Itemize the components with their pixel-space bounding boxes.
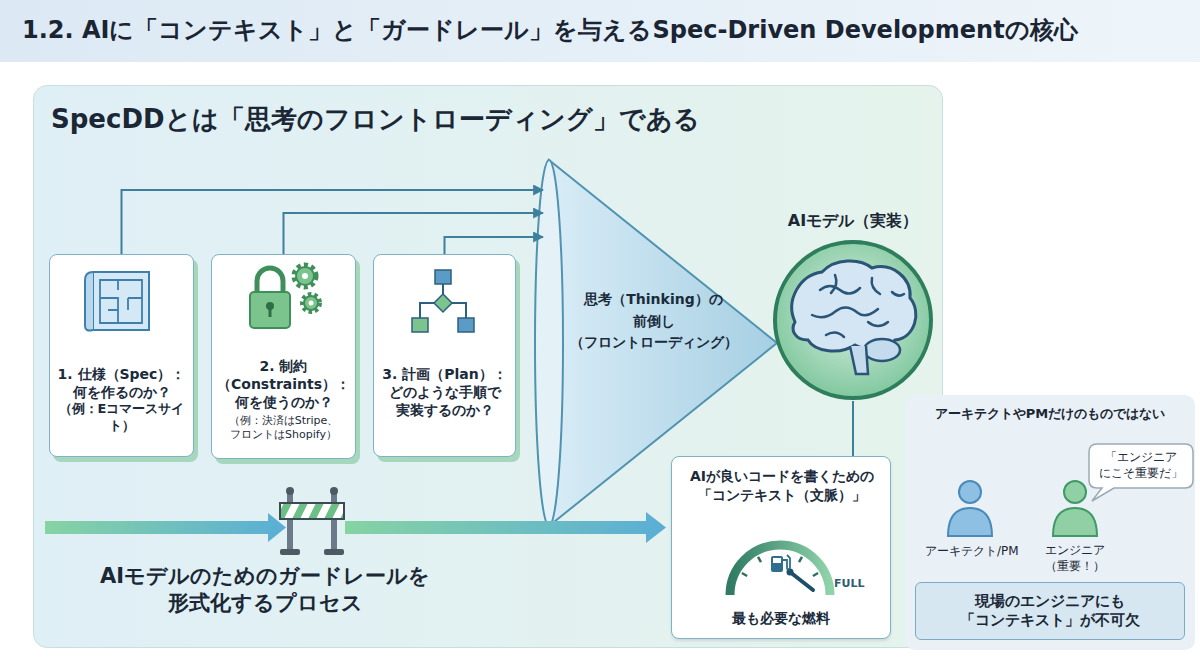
main-panel: SpecDDとは「思考のフロントローディング」である 1. 仕様（Spec）： 何… [33, 85, 943, 648]
box-heading: AIが良いコードを書くための 「コンテキスト（文脈）」 [680, 467, 884, 505]
model-circle [775, 242, 931, 398]
card-example: （例：決済はStripe、 フロントはShopify） [217, 414, 350, 444]
person-label: エンジニア （重要！） [1039, 543, 1111, 574]
process-label: AIモデルのためのガードレールを 形式化するプロセス [95, 563, 435, 618]
spec-card: 1. 仕様（Spec）： 何を作るのか？（例：Eコマースサイト） [49, 254, 194, 457]
box-caption: 最も必要な燃料 [672, 610, 890, 628]
person-label: アーキテクト/PM [925, 543, 1015, 560]
audience-panel: アーキテクトやPMだけのものではない「エンジニア にこそ重要だ」現場のエンジニア… [905, 395, 1195, 650]
diagram-title: 1.2. AIに「コンテキスト」と「ガードレール」を与えるSpec-Driven… [22, 14, 1192, 46]
card-example: （例：Eコマースサイト） [55, 401, 188, 435]
model-circle-outline [768, 239, 938, 401]
title-band [0, 0, 1200, 62]
bubble-text: 「エンジニア にこそ重要だ」 [1095, 449, 1187, 481]
plan-card: 3. 計画（Plan）： どのような手順で 実装するのか？ [373, 254, 516, 457]
gauge-label: FULL [834, 577, 864, 590]
funnel-text: 思考（Thinking）の 前倒し （フロントローディング） [566, 289, 741, 354]
card-heading: 1. 仕様（Spec）： 何を作るのか？ [55, 365, 188, 401]
constraints-card: 2. 制約 （Constraints）： 何を使うのか？（例：決済はStripe… [211, 254, 356, 459]
node-heading: AIモデル（実装） [768, 211, 938, 232]
conclusion-box: 現場のエンジニアにも 「コンテキスト」が不可欠 [915, 582, 1185, 640]
conclusion-text: 現場のエンジニアにも 「コンテキスト」が不可欠 [925, 592, 1175, 631]
panel-heading: SpecDDとは「思考のフロントローディング」である [51, 102, 700, 137]
context-box: AIが良いコードを書くための 「コンテキスト（文脈）」最も必要な燃料 [671, 456, 891, 639]
panel-heading: アーキテクトやPMだけのものではない [905, 405, 1195, 423]
speech-bubble-node: 「エンジニア にこそ重要だ」 [1088, 443, 1194, 489]
card-heading: 2. 制約 （Constraints）： 何を使うのか？ [217, 357, 350, 412]
speech-bubble [1089, 444, 1193, 501]
funnel-mouth [535, 160, 563, 526]
card-heading: 3. 計画（Plan）： どのような手順で 実装するのか？ [379, 365, 510, 420]
ai-model-node: AIモデル（実装） [768, 211, 938, 401]
